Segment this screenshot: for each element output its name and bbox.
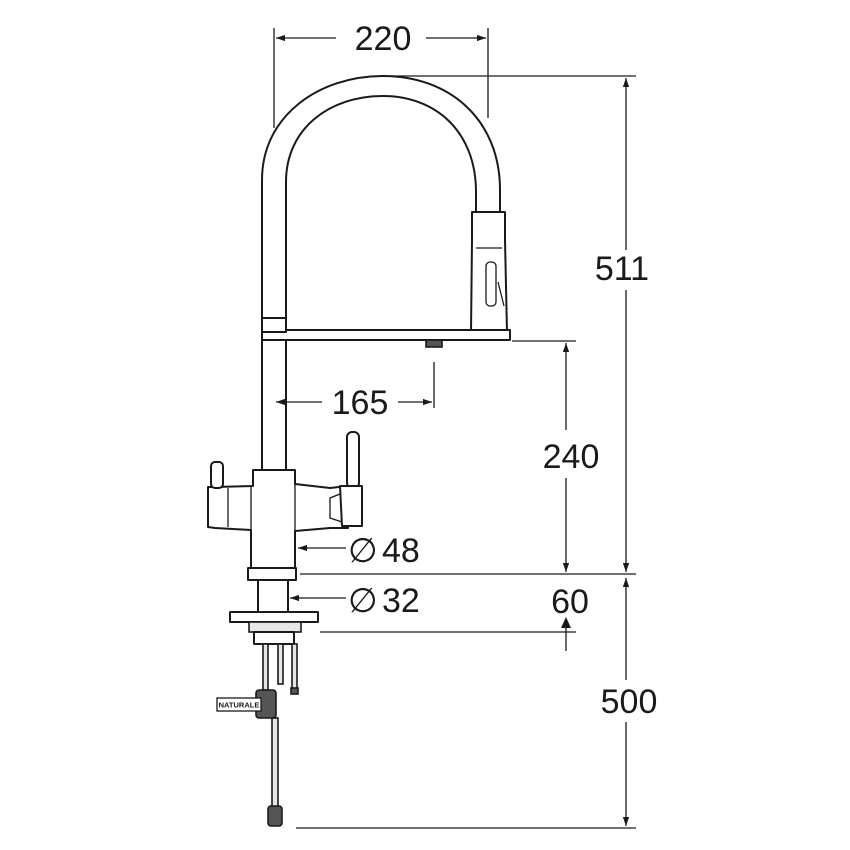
spout-reach-dimension: 220: [355, 20, 412, 58]
faucet-column: [261, 339, 287, 471]
spray-toggle: [497, 281, 505, 307]
total-height-dimension: 511: [595, 250, 649, 288]
threaded-rod: [291, 643, 298, 693]
handle-offset-dimension: 165: [332, 384, 389, 422]
supply-pipe-center: [277, 643, 284, 685]
base-diameter-symbol: ∅: [348, 582, 378, 620]
base-ring: [247, 567, 297, 581]
supply-pipe-left: [262, 643, 269, 691]
body-height-dimension: 240: [543, 438, 600, 476]
aerator-outlet: [425, 339, 443, 348]
body-diameter-dimension: 48: [382, 532, 420, 570]
base-neck: [257, 579, 289, 613]
base-height-arrowhead: [561, 617, 571, 628]
mixer-body: [207, 469, 349, 571]
flexible-hose: [271, 717, 279, 813]
spout-collar: [261, 317, 287, 333]
spout-support-bar: [261, 329, 511, 341]
hose-connector: [267, 805, 283, 827]
lever-cartridge-detail: [329, 493, 343, 523]
threaded-rod-cap: [290, 687, 299, 695]
valve-tag-label: NATURALE: [219, 701, 260, 710]
mounting-plate: [229, 611, 319, 623]
mounting-gasket: [248, 621, 302, 633]
spout-inner-contour: [285, 95, 477, 323]
mounting-nut: [253, 631, 295, 645]
valve-tag-box: [216, 697, 262, 712]
left-valve-knob: [210, 461, 224, 489]
spray-button: [485, 261, 497, 307]
dimension-lines: 220 511 165 240 ∅ 48 ∅ 32 60: [273, 20, 658, 829]
base-height-dimension: 60: [551, 583, 589, 621]
body-diameter-symbol: ∅: [348, 532, 378, 570]
mixer-lever-handle: [346, 431, 360, 489]
spout-outer-contour: [261, 75, 501, 323]
base-diameter-dimension: 32: [382, 582, 420, 620]
hose-length-dimension: 500: [601, 683, 658, 721]
faucet-outline: NATURALE: [207, 75, 511, 827]
lever-cartridge: [339, 485, 363, 527]
spray-head: [470, 211, 508, 333]
